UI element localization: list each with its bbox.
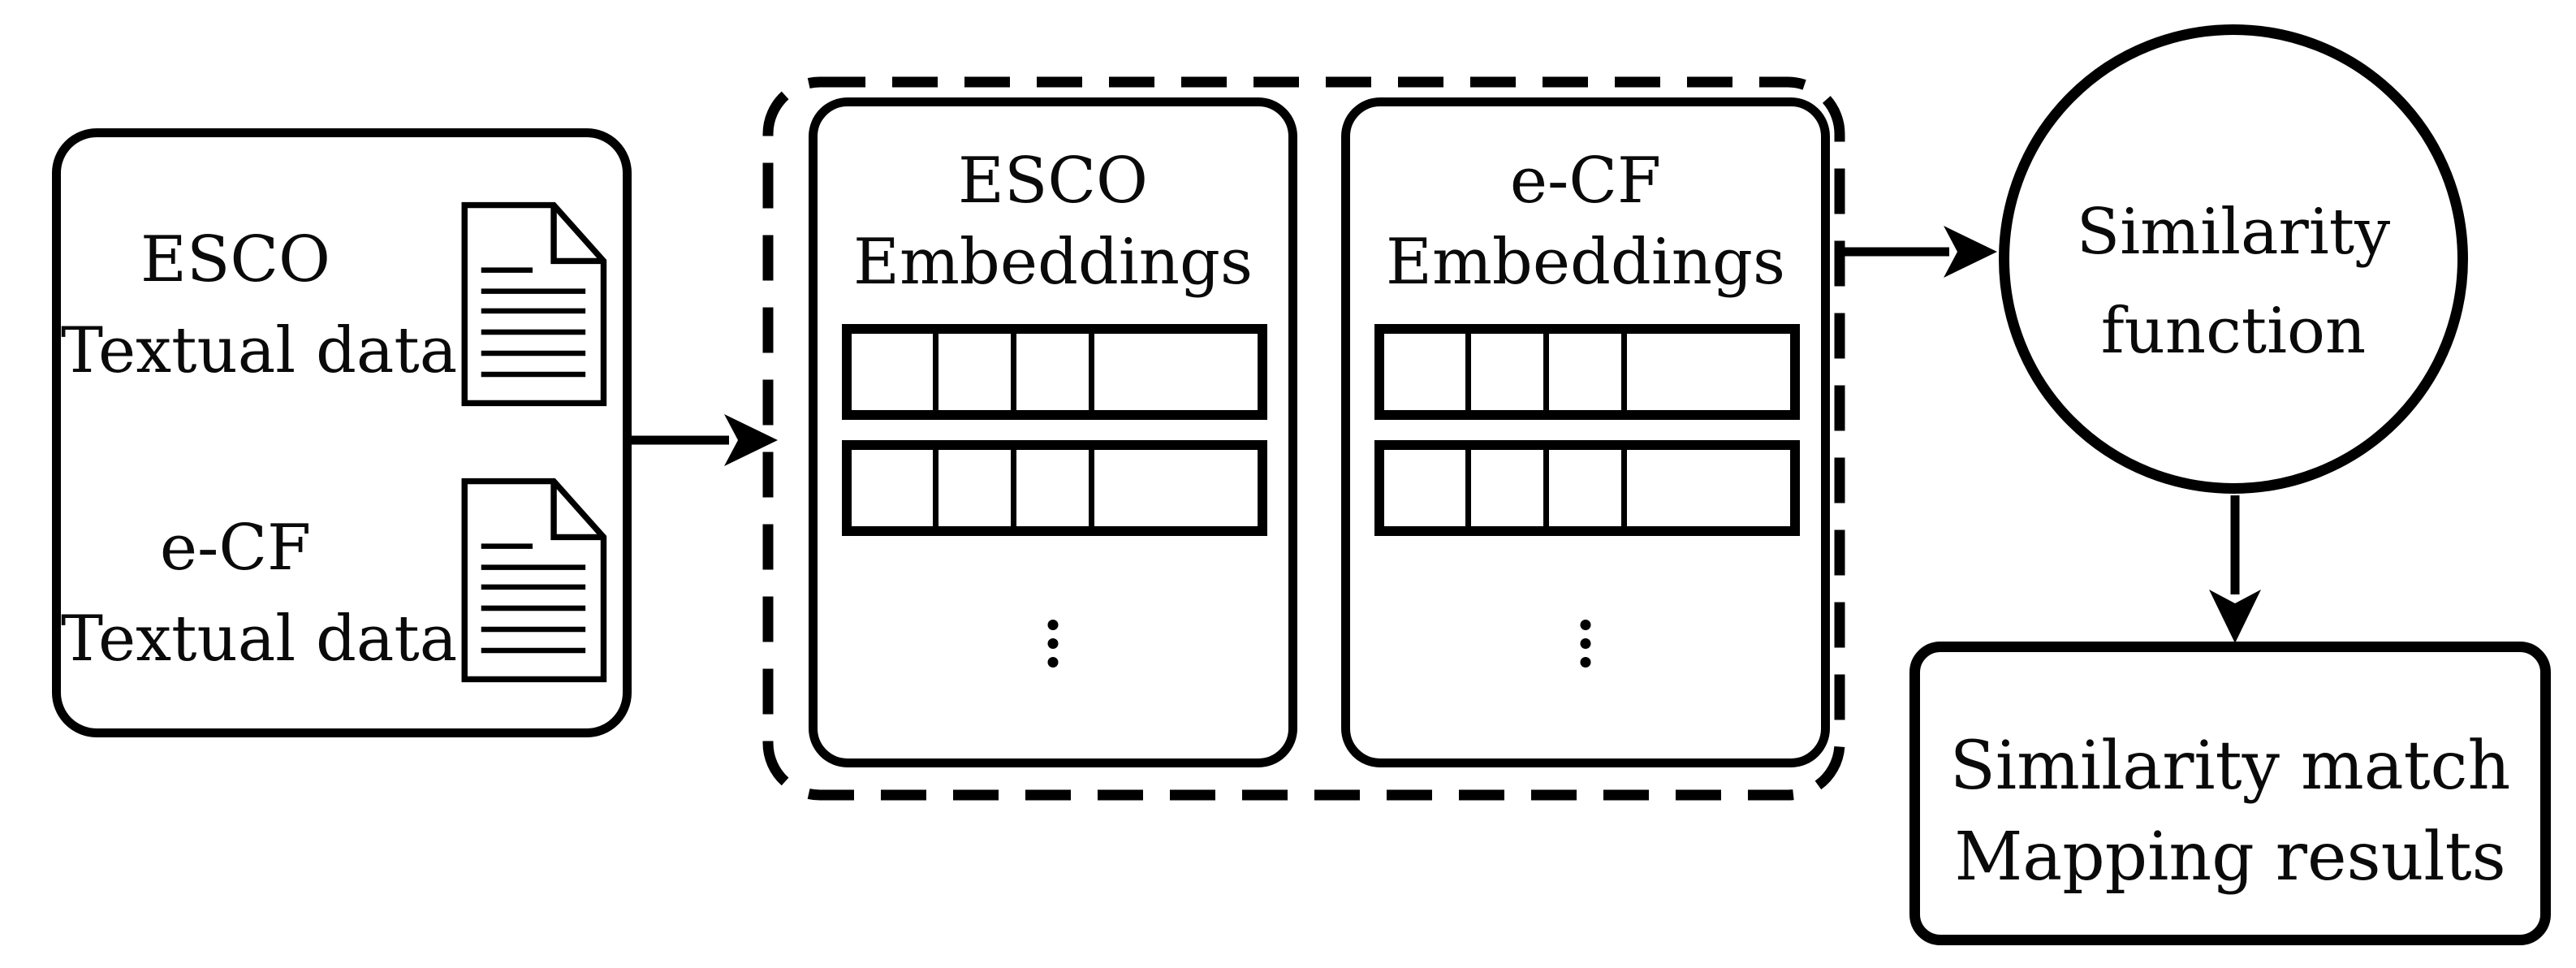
vector-cell xyxy=(1549,450,1627,526)
esco-embeddings-title: ESCO Embeddings xyxy=(818,140,1288,303)
document-icon xyxy=(455,201,610,408)
results-box-line2: Mapping results xyxy=(1954,819,2506,896)
ecf-vector-rows xyxy=(1374,324,1800,556)
embedding-vector-row xyxy=(1374,324,1800,420)
vertical-ellipsis-icon xyxy=(1047,620,1059,668)
similarity-circle-line1: Similarity xyxy=(2076,196,2391,269)
vector-cell xyxy=(1549,334,1627,410)
vector-cell xyxy=(1471,450,1549,526)
esco-embeddings-box: ESCO Embeddings xyxy=(809,97,1297,767)
similarity-function-circle: Similarity function xyxy=(1999,24,2468,494)
results-box-line1: Similarity match xyxy=(1949,728,2511,805)
vector-cell xyxy=(1016,334,1094,410)
esco-label-line1: ESCO xyxy=(140,223,330,296)
ecf-label-line1: e-CF xyxy=(159,512,312,585)
vector-cell xyxy=(1627,334,1790,410)
esco-label-line2: Textual data xyxy=(61,314,458,387)
esco-embeddings-line1: ESCO xyxy=(958,145,1148,218)
arrow-right-icon xyxy=(1840,215,2002,288)
vector-cell xyxy=(1471,334,1549,410)
vector-cell xyxy=(852,334,938,410)
vector-cell xyxy=(852,450,938,526)
similarity-circle-line2: function xyxy=(2100,295,2367,368)
esco-textual-label: ESCO Textual data xyxy=(61,214,458,396)
esco-embeddings-line2: Embeddings xyxy=(853,226,1253,299)
vector-cell xyxy=(1627,450,1790,526)
ecf-embeddings-title: e-CF Embeddings xyxy=(1350,140,1821,303)
ecf-embeddings-line2: Embeddings xyxy=(1386,226,1785,299)
vector-cell xyxy=(1094,334,1258,410)
ecf-textual-label: e-CF Textual data xyxy=(61,503,458,685)
embedding-vector-row xyxy=(842,324,1267,420)
arrow-down-icon xyxy=(2198,492,2272,646)
vertical-ellipsis-icon xyxy=(1580,620,1591,668)
ecf-embeddings-line1: e-CF xyxy=(1509,145,1662,218)
document-icon xyxy=(455,477,610,684)
ecf-embeddings-box: e-CF Embeddings xyxy=(1341,97,1830,767)
vector-cell xyxy=(1016,450,1094,526)
embedding-vector-row xyxy=(1374,440,1800,536)
embedding-vector-row xyxy=(842,440,1267,536)
vector-cell xyxy=(938,450,1016,526)
textual-data-box: ESCO Textual data e-CF Textual data xyxy=(52,128,632,737)
vector-cell xyxy=(938,334,1016,410)
vector-cell xyxy=(1384,334,1471,410)
vector-cell xyxy=(1384,450,1471,526)
ecf-label-line2: Textual data xyxy=(61,603,458,676)
esco-vector-rows xyxy=(842,324,1267,556)
arrow-right-icon xyxy=(625,404,783,477)
mapping-results-box: Similarity match Mapping results xyxy=(1909,642,2551,945)
vector-cell xyxy=(1094,450,1258,526)
